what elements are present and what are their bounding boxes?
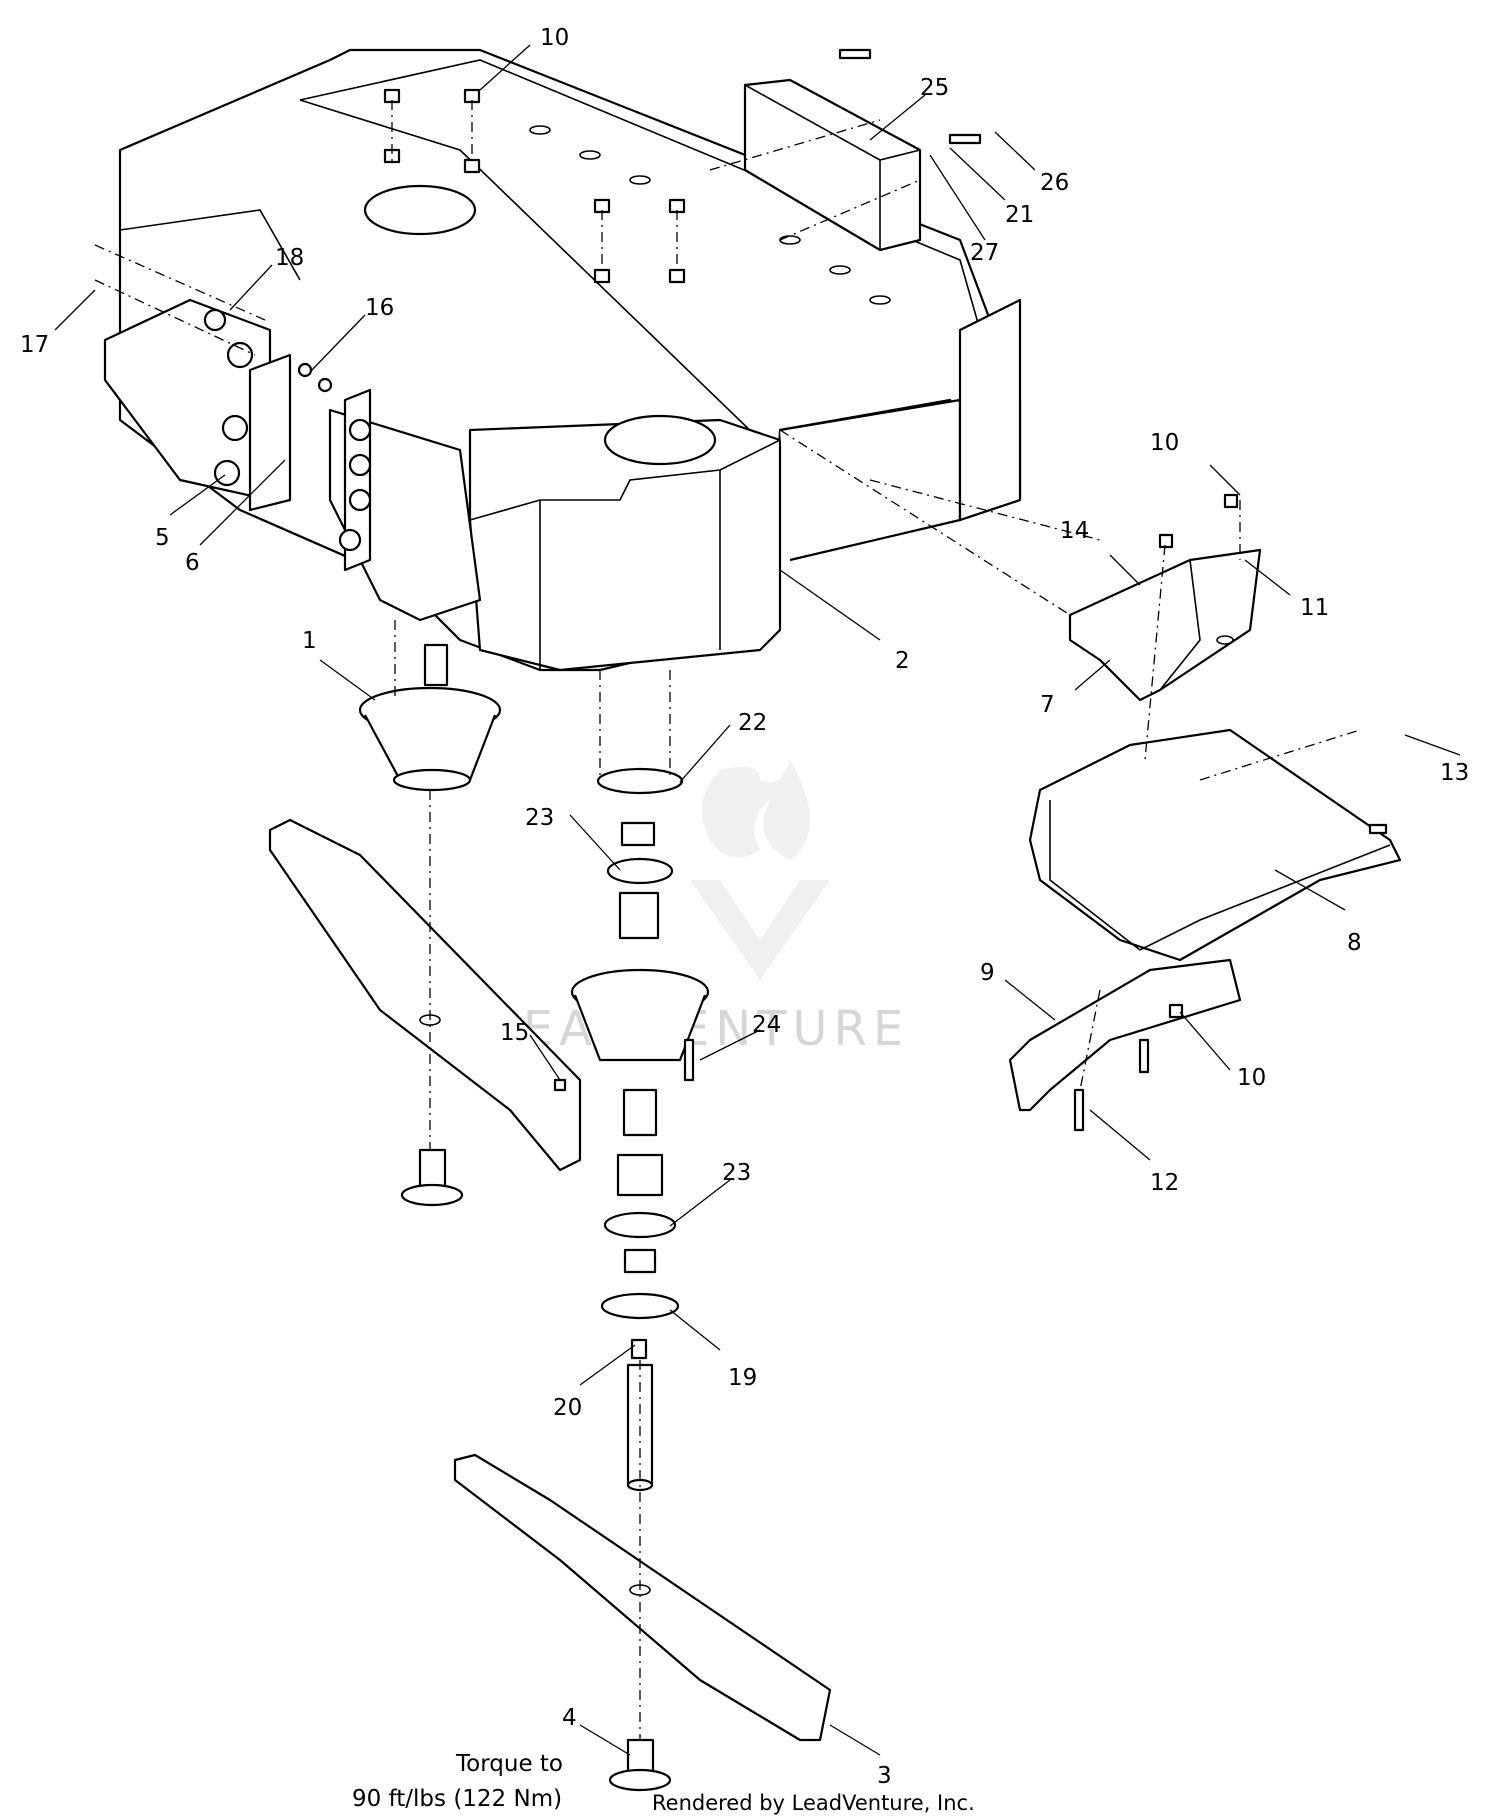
callout-9: 9 bbox=[980, 960, 995, 986]
callout-10: 10 bbox=[540, 25, 569, 51]
watermark-logo bbox=[690, 760, 830, 980]
callout-12: 12 bbox=[1150, 1170, 1179, 1196]
callout-4: 4 bbox=[562, 1705, 577, 1731]
discharge-chute bbox=[1008, 728, 1402, 1112]
torque-note-line2: 90 ft/lbs (122 Nm) bbox=[352, 1786, 562, 1812]
callout-24: 24 bbox=[752, 1012, 781, 1038]
callout-11: 11 bbox=[1300, 595, 1329, 621]
chute-bracket bbox=[1068, 548, 1262, 702]
callout-7: 7 bbox=[1040, 692, 1055, 718]
spindle-center-stack bbox=[570, 767, 710, 1492]
callout-10: 10 bbox=[1150, 430, 1179, 456]
spindle-left bbox=[358, 643, 502, 792]
blade-bottom bbox=[453, 1453, 832, 1742]
blade-bolt-left bbox=[400, 1148, 464, 1207]
callout-18: 18 bbox=[275, 245, 304, 271]
callout-26: 26 bbox=[1040, 170, 1069, 196]
callout-22: 22 bbox=[738, 710, 767, 736]
callout-3: 3 bbox=[877, 1763, 892, 1789]
callout-20: 20 bbox=[553, 1395, 582, 1421]
callout-10: 10 bbox=[1237, 1065, 1266, 1091]
render-credit: Rendered by LeadVenture, Inc. bbox=[652, 1791, 975, 1815]
callout-27: 27 bbox=[970, 240, 999, 266]
callout-15: 15 bbox=[500, 1020, 529, 1046]
callout-21: 21 bbox=[1005, 202, 1034, 228]
left-bracket-assembly bbox=[103, 298, 482, 622]
leader-lines bbox=[54, 44, 1461, 1756]
callout-6: 6 bbox=[185, 550, 200, 576]
callout-17: 17 bbox=[20, 332, 49, 358]
hardware bbox=[383, 48, 1388, 1132]
callout-14: 14 bbox=[1060, 518, 1089, 544]
callout-16: 16 bbox=[365, 295, 394, 321]
callout-23: 23 bbox=[722, 1160, 751, 1186]
callout-labels: 10 25 26 21 27 18 16 17 5 6 1 2 10 14 11… bbox=[20, 25, 1469, 1789]
callout-23: 23 bbox=[525, 805, 554, 831]
torque-note: Torque to 90 ft/lbs (122 Nm) bbox=[352, 1751, 563, 1812]
callout-1: 1 bbox=[302, 628, 317, 654]
callout-13: 13 bbox=[1440, 760, 1469, 786]
blade-bolt-bottom bbox=[608, 1738, 672, 1792]
torque-note-line1: Torque to bbox=[455, 1751, 563, 1777]
centerlines bbox=[94, 100, 1361, 1740]
callout-5: 5 bbox=[155, 525, 170, 551]
callout-25: 25 bbox=[920, 75, 949, 101]
callout-19: 19 bbox=[728, 1365, 757, 1391]
blade-left bbox=[268, 818, 582, 1172]
weight-plate bbox=[743, 78, 922, 252]
callout-2: 2 bbox=[895, 648, 910, 674]
callout-8: 8 bbox=[1347, 930, 1362, 956]
